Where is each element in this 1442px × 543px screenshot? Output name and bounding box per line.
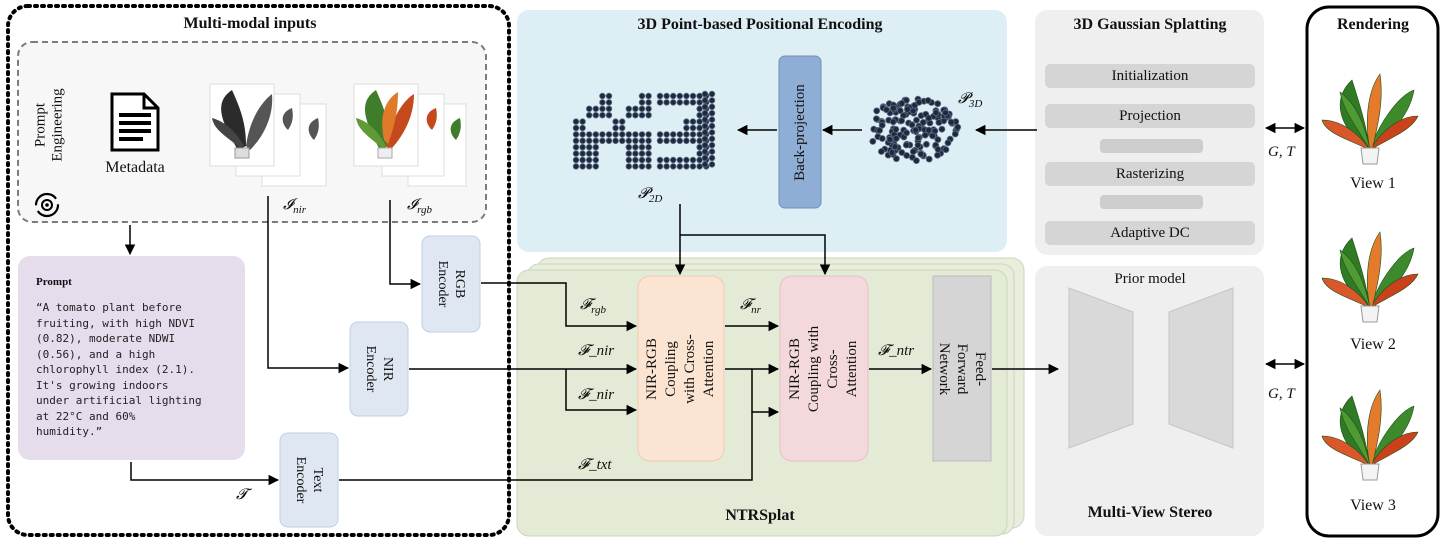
gs-step-adaptive-dc: Adaptive DC bbox=[1045, 221, 1255, 245]
gs-separator-1 bbox=[1100, 139, 1203, 153]
gt-label-1: G, T bbox=[1268, 144, 1295, 160]
gs-title: 3D Gaussian Splatting bbox=[1073, 16, 1227, 33]
t-label: 𝓣 bbox=[236, 487, 248, 503]
mvs-decoder-trapezoid bbox=[1168, 287, 1234, 449]
gs-panel bbox=[1035, 10, 1264, 255]
gs-step-initialization: Initialization bbox=[1045, 64, 1255, 88]
point-cloud-2d bbox=[572, 90, 716, 170]
nir-encoder-box bbox=[349, 321, 409, 417]
i-nir-label: 𝓘nir bbox=[283, 197, 306, 216]
arrow-nir-to-encoder bbox=[267, 196, 350, 374]
rgb-image-stack bbox=[353, 83, 467, 187]
view-2-label: View 2 bbox=[1350, 336, 1396, 353]
rendered-plant-view-1 bbox=[1321, 73, 1419, 165]
nir-encoder-label: NIR Encoder bbox=[363, 345, 395, 393]
pe-title: 3D Point-based Positional Encoding bbox=[637, 16, 883, 33]
arrow-text-enc-to-coupling2 bbox=[339, 406, 780, 481]
arrow-rgb-enc-to-coupling1 bbox=[481, 282, 638, 332]
rgb-encoder-box bbox=[421, 235, 481, 333]
f-nir-label-1: 𝓕_nir bbox=[578, 343, 615, 359]
f-nir-label-2: 𝓕_nir bbox=[578, 387, 615, 403]
arrow-p2d-to-coupling2 bbox=[680, 234, 831, 276]
text-encoder-box bbox=[279, 432, 339, 528]
coupling2-box bbox=[779, 275, 869, 462]
prompt-engineering-label: Prompt Engineering bbox=[33, 88, 67, 162]
prior-model-label: Prior model bbox=[1114, 271, 1186, 287]
gs-step-projection: Projection bbox=[1045, 104, 1255, 128]
ffn-label: Feed-Forward Network bbox=[936, 342, 988, 395]
arrow-rgb-to-encoder bbox=[389, 200, 422, 290]
p3d-label: 𝓟3D bbox=[958, 91, 983, 110]
nir-image-stack bbox=[209, 83, 327, 187]
ffn-box bbox=[932, 275, 992, 462]
gt-label-2: G, T bbox=[1268, 386, 1295, 402]
mvs-title: Multi-View Stereo bbox=[1087, 504, 1213, 521]
inputs-title: Multi-modal inputs bbox=[183, 15, 317, 32]
i-rgb-label: 𝓘rgb bbox=[407, 197, 433, 216]
mvs-encoder-trapezoid bbox=[1068, 287, 1134, 449]
f-txt-label: 𝓕_txt bbox=[578, 457, 612, 473]
back-projection-box bbox=[778, 55, 822, 209]
arrow-prompt-to-text-encoder bbox=[130, 462, 280, 486]
p2d-label: 𝓟2D bbox=[638, 186, 663, 205]
text-encoder-label: Text Encoder bbox=[293, 456, 325, 504]
inputs-frame bbox=[6, 4, 511, 537]
coupling2-label: NIR-RGB Coupling with Cross-Attention bbox=[787, 325, 860, 412]
arrow-text-enc-to-coupling2-b bbox=[751, 363, 780, 412]
gs-step-rasterizing: Rasterizing bbox=[1045, 162, 1255, 186]
metadata-label: Metadata bbox=[105, 159, 165, 176]
arrow-nir-enc-branch bbox=[565, 369, 638, 416]
refresh-gear-icon bbox=[34, 192, 60, 218]
gs-separator-2 bbox=[1100, 195, 1203, 209]
point-cloud-3d bbox=[869, 95, 962, 165]
coupling1-box bbox=[637, 275, 725, 462]
prompt-heading: Prompt bbox=[36, 276, 72, 288]
rendered-plant-view-2 bbox=[1321, 231, 1419, 323]
view-3-label: View 3 bbox=[1350, 497, 1396, 514]
rendering-title: Rendering bbox=[1337, 16, 1409, 33]
f-nr-label: 𝓕nr bbox=[740, 297, 761, 316]
prompt-box: Prompt “A tomato plant before fruiting, … bbox=[18, 256, 245, 460]
ntr-title: NTRSplat bbox=[725, 507, 795, 524]
rgb-encoder-label: RGB Encoder bbox=[435, 260, 467, 308]
document-icon bbox=[110, 92, 160, 152]
rendered-plant-view-3 bbox=[1321, 389, 1419, 481]
back-projection-label: Back-projection bbox=[791, 83, 808, 181]
view-1-label: View 1 bbox=[1350, 175, 1396, 192]
coupling1-label: NIR-RGB Coupling with Cross-Attention bbox=[644, 333, 717, 404]
prompt-text: “A tomato plant before fruiting, with hi… bbox=[36, 301, 202, 438]
pe-panel bbox=[517, 10, 1007, 252]
f-rgb-label: 𝓕rgb bbox=[580, 297, 606, 316]
f-ntr-label: 𝓕_ntr bbox=[878, 343, 915, 359]
